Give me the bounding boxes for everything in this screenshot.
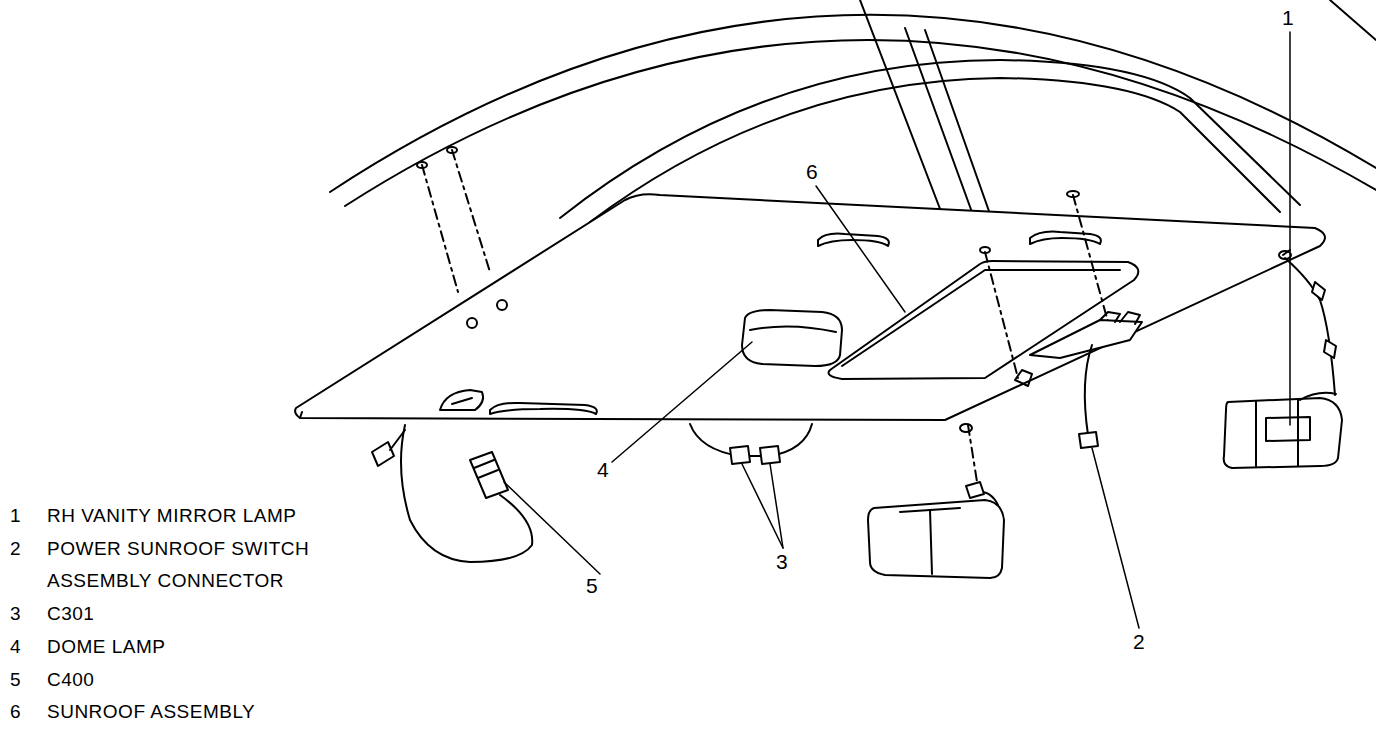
part-name: POWER SUNROOF SWITCH ASSEMBLY CONNECTOR bbox=[47, 533, 347, 597]
callout-number: 1 bbox=[1282, 6, 1294, 30]
headliner bbox=[295, 194, 1325, 420]
fasteners bbox=[980, 247, 990, 253]
rh-vanity-mirror bbox=[1300, 393, 1336, 400]
key-number: 3 bbox=[10, 598, 21, 630]
fasteners bbox=[960, 424, 972, 432]
fastener-holes bbox=[497, 300, 507, 310]
c301-harness bbox=[760, 446, 780, 464]
dome-lamp bbox=[750, 326, 836, 332]
rh-vanity-mirror bbox=[1266, 417, 1310, 441]
part-name: DOME LAMP bbox=[47, 631, 166, 663]
c301-harness bbox=[690, 424, 812, 456]
c400-harness bbox=[470, 452, 508, 498]
part-name: RH VANITY MIRROR LAMP bbox=[47, 500, 296, 532]
sunroof-switch-bracket bbox=[1120, 312, 1140, 324]
roof-outline bbox=[345, 40, 1376, 206]
lh-sun-visor bbox=[868, 500, 1004, 578]
leader-line bbox=[770, 464, 783, 548]
callout-number: 6 bbox=[806, 160, 818, 184]
part-name: C400 bbox=[47, 664, 94, 696]
lh-sun-visor bbox=[868, 482, 1004, 578]
assist-handle bbox=[490, 403, 597, 414]
c400-harness bbox=[372, 442, 394, 466]
fastener-lines bbox=[422, 165, 458, 292]
fasteners bbox=[1067, 191, 1079, 197]
fasteners bbox=[447, 147, 457, 153]
fastener-holes bbox=[467, 300, 507, 328]
rh-vanity-mirror bbox=[1312, 282, 1325, 300]
sunroof-assembly bbox=[829, 261, 1139, 379]
dome-lamp bbox=[742, 310, 842, 366]
coat-hook bbox=[452, 398, 472, 404]
callout-number: 2 bbox=[1133, 630, 1145, 654]
fastener-lines bbox=[452, 150, 490, 272]
callout-number: 3 bbox=[776, 550, 788, 574]
leader-line bbox=[816, 186, 905, 312]
c400-harness bbox=[372, 425, 532, 562]
fastener-lines bbox=[422, 150, 1290, 488]
c301-harness bbox=[730, 446, 750, 464]
roof-outline bbox=[1330, 0, 1376, 40]
fastener-lines bbox=[985, 252, 1018, 378]
sunroof-switch-connector bbox=[1079, 345, 1098, 448]
headliner bbox=[300, 412, 302, 418]
sunroof-switch-connector bbox=[1085, 345, 1092, 435]
leader-line bbox=[504, 32, 1290, 628]
sunroof-assembly bbox=[829, 261, 1139, 379]
coat-hook bbox=[440, 390, 483, 410]
sunroof-switch-bracket bbox=[1100, 312, 1120, 322]
lh-sun-visor bbox=[930, 510, 932, 574]
headliner bbox=[295, 194, 1325, 420]
key-number: 1 bbox=[10, 500, 21, 532]
callout-number: 4 bbox=[597, 458, 609, 482]
leader-line bbox=[742, 464, 783, 548]
assist-handle bbox=[1030, 232, 1101, 244]
fasteners bbox=[417, 147, 1291, 432]
part-name: C301 bbox=[47, 598, 94, 630]
rh-vanity-mirror bbox=[1224, 258, 1342, 468]
sunroof-switch-bracket bbox=[1015, 370, 1032, 386]
roof-outline bbox=[560, 60, 1300, 218]
sunroof-switch-bracket bbox=[1015, 312, 1142, 386]
fasteners bbox=[417, 162, 427, 168]
lh-sun-visor bbox=[966, 482, 984, 498]
leader-line bbox=[504, 482, 600, 574]
leader-line bbox=[1092, 448, 1139, 628]
c301-harness bbox=[690, 424, 812, 464]
rh-vanity-mirror bbox=[1255, 402, 1257, 466]
c400-harness bbox=[401, 425, 532, 562]
sunroof-switch-connector bbox=[1079, 432, 1098, 448]
rh-vanity-mirror bbox=[1324, 340, 1336, 358]
sunroof-switch-bracket bbox=[1030, 320, 1142, 358]
fastener-lines bbox=[1073, 195, 1108, 322]
fastener-holes bbox=[467, 318, 477, 328]
leader-line bbox=[1289, 32, 1291, 425]
dome-lamp bbox=[742, 310, 842, 366]
rh-vanity-mirror bbox=[1285, 258, 1335, 395]
rh-vanity-mirror bbox=[1297, 400, 1299, 466]
key-number: 5 bbox=[10, 664, 21, 696]
key-number: 4 bbox=[10, 631, 21, 663]
fastener-lines bbox=[968, 425, 978, 488]
key-number: 6 bbox=[10, 696, 21, 728]
c400-harness bbox=[474, 460, 498, 478]
c400-harness bbox=[390, 430, 405, 450]
roof-outline bbox=[330, 15, 1376, 192]
assist-handle bbox=[490, 232, 1101, 414]
part-name: SUNROOF ASSEMBLY bbox=[47, 696, 255, 728]
callout-number: 5 bbox=[586, 574, 598, 598]
key-number: 2 bbox=[10, 533, 21, 565]
leader-line bbox=[612, 342, 752, 462]
rh-vanity-mirror bbox=[1224, 398, 1342, 468]
coat-hook bbox=[440, 390, 483, 410]
